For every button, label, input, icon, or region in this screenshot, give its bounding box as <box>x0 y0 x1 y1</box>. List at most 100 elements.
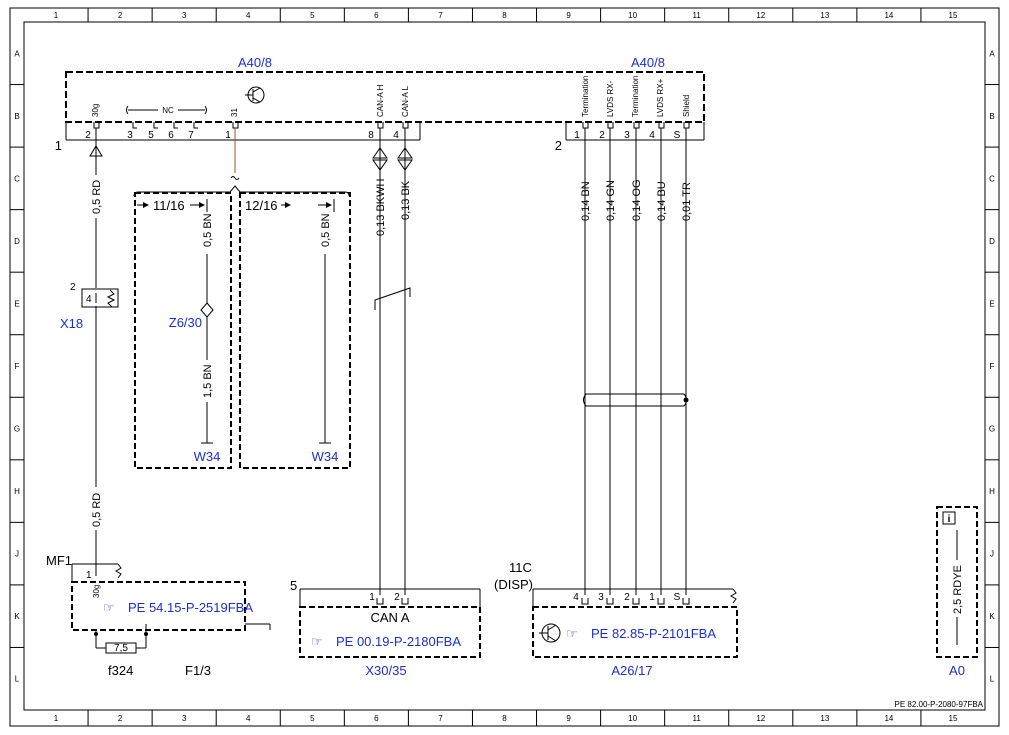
mf1-reference[interactable]: PE 54.15-P-2519FBA <box>128 600 253 615</box>
pin-name-lvds-rx-plus: LVDS RX+ <box>656 78 665 117</box>
pin-number: 2 <box>85 130 91 141</box>
f13-label: F1/3 <box>185 663 211 678</box>
pin-name-can-h: CAN-A H <box>376 84 385 117</box>
wire-label: 0,14 BN <box>580 181 592 221</box>
wire-label: 0,5 BN <box>320 213 332 247</box>
pin-number: 1 <box>574 130 580 141</box>
row-label: H <box>14 487 20 496</box>
mf1-pin-name: 30g <box>92 585 101 598</box>
x18-position: 2 <box>70 282 76 293</box>
fuse-rating: 7,5 <box>114 643 128 654</box>
pin-number: 2 <box>599 130 605 141</box>
a0-label: A0 <box>949 663 965 678</box>
column-label: 15 <box>949 11 958 20</box>
can-a-label: CAN A <box>370 610 409 625</box>
row-label: D <box>14 237 20 246</box>
a40-title-right: A40/8 <box>631 55 665 70</box>
column-label: 9 <box>566 11 571 20</box>
info-icon[interactable]: i <box>948 514 951 525</box>
pin-name-can-l: CAN-A L <box>401 85 410 117</box>
column-label: 10 <box>628 714 637 723</box>
z6-label: Z6/30 <box>169 315 202 330</box>
column-label: 2 <box>118 714 123 723</box>
x30-box <box>299 588 481 658</box>
wire-label: 0,5 BN <box>202 213 214 247</box>
wire-label: 0,14 OG <box>631 179 643 221</box>
pin-name-30g: 30g <box>91 104 100 117</box>
pin-number: 1 <box>225 130 231 141</box>
row-label: C <box>14 174 20 183</box>
column-label: 7 <box>438 714 443 723</box>
row-label: L <box>990 675 995 684</box>
x30-ref-icon: ☞ <box>311 634 323 649</box>
column-label: 15 <box>949 714 958 723</box>
row-label: F <box>15 362 20 371</box>
a26-reference[interactable]: PE 82.85-P-2101FBA <box>591 626 716 641</box>
wire-lvds <box>583 128 689 595</box>
row-label: H <box>989 487 995 496</box>
row-label: A <box>14 49 20 58</box>
pin-number: 1 <box>649 592 655 603</box>
column-label: 4 <box>246 714 251 723</box>
pin-name-lvds-rx-minus: LVDS RX- <box>606 80 615 117</box>
w34-label-b: W34 <box>312 449 339 464</box>
transistor-icon <box>245 86 265 104</box>
column-label: 7 <box>438 11 443 20</box>
row-label: B <box>989 112 994 121</box>
ground-panel-right <box>239 192 351 469</box>
row-label: D <box>989 237 995 246</box>
column-label: 4 <box>246 11 251 20</box>
row-label: K <box>989 612 995 621</box>
column-label: 1 <box>54 714 59 723</box>
wire-label: 0,14 BU <box>656 181 668 221</box>
column-label: 5 <box>310 11 315 20</box>
transistor-icon <box>539 623 561 643</box>
wire-can <box>372 128 413 595</box>
ground-panel-left <box>134 192 232 469</box>
pin-number: 4 <box>649 130 655 141</box>
wire-31-break <box>230 176 240 180</box>
wire-label: 0,01 TR <box>681 182 693 221</box>
pin-number: 2 <box>624 592 630 603</box>
x30-reference[interactable]: PE 00.19-P-2180FBA <box>336 634 461 649</box>
a40-title-left: A40/8 <box>238 55 272 70</box>
wire-label: 0,13 BKWH <box>375 178 387 236</box>
wire-label: 0,14 GN <box>605 180 617 221</box>
wire-label: 0,5 RD <box>91 493 103 527</box>
row-label: C <box>989 174 995 183</box>
row-label: L <box>15 675 20 684</box>
a26-ref-icon: ☞ <box>566 626 578 641</box>
row-label: E <box>989 299 994 308</box>
pin-name-shield: Shield <box>682 95 691 117</box>
column-label: 1 <box>54 11 59 20</box>
wire-30g <box>89 128 103 576</box>
column-label: 8 <box>502 714 507 723</box>
x18-connector <box>81 288 119 308</box>
column-label: 3 <box>182 11 187 20</box>
document-id: PE 82.00-P-2080-97FBA <box>895 700 984 709</box>
row-label: B <box>14 112 19 121</box>
row-label: E <box>14 299 19 308</box>
ground-bracket <box>133 185 350 197</box>
pin-number: 4 <box>393 130 399 141</box>
ground-ref-2: 12/16 <box>245 198 278 213</box>
column-label: 13 <box>820 11 829 20</box>
column-label: 6 <box>374 11 379 20</box>
pin-number: S <box>674 130 681 141</box>
mf1-pin: 1 <box>86 570 92 581</box>
column-label: 5 <box>310 714 315 723</box>
column-label: 6 <box>374 714 379 723</box>
column-label: 14 <box>884 714 893 723</box>
drawing-frame <box>9 7 1000 727</box>
column-label: 8 <box>502 11 507 20</box>
column-label: 3 <box>182 714 187 723</box>
a0-box <box>936 506 978 658</box>
a40-connector-2-label: 2 <box>555 138 562 153</box>
x30-label: X30/35 <box>365 663 406 678</box>
pin-number: 5 <box>148 130 154 141</box>
row-label: K <box>14 612 20 621</box>
pin-number: S <box>674 592 681 603</box>
grid-ticks <box>10 8 999 726</box>
column-label: 9 <box>566 714 571 723</box>
